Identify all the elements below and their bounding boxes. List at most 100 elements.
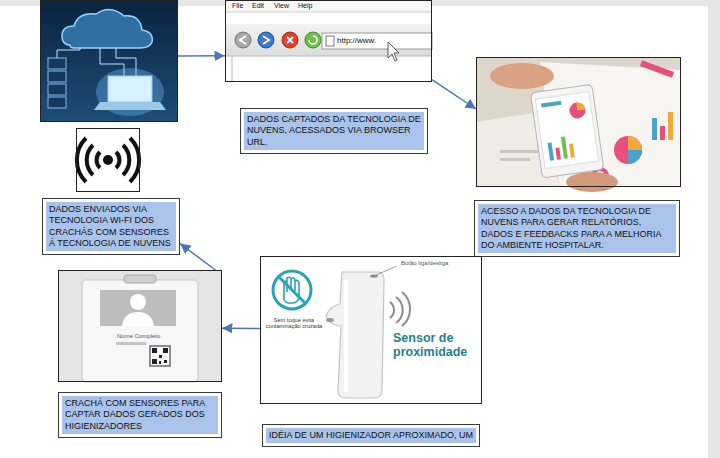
sanitizer-illustration-part xyxy=(273,271,311,309)
cloud-illustration-part xyxy=(48,84,66,95)
image-label: http://www. xyxy=(337,36,376,45)
browser-illustration-part xyxy=(225,0,432,12)
sanitizer-illustration-part xyxy=(326,272,384,398)
cloud-illustration-part xyxy=(40,0,178,122)
null-part-part xyxy=(530,84,603,178)
wifi-icon-box xyxy=(76,128,140,192)
caption-box: CRACHÁ COM SENSORES PARA CAPTAR DADOS GE… xyxy=(58,392,222,438)
browser-illustration-part xyxy=(232,56,233,82)
photo-illustration-part xyxy=(614,136,642,164)
caption-text: ACESSO A DADOS DA TECNOLOGIA DE NUVENS P… xyxy=(478,204,676,253)
cloud-illustration xyxy=(40,0,178,122)
caption-text: IDÉIA DE UM HIGIENIZADOR APROXIMADO, UM xyxy=(266,428,476,443)
image-label: Help xyxy=(298,2,312,10)
cloud-illustration-part xyxy=(48,71,66,82)
null-part-part xyxy=(569,143,575,157)
browser-illustration-part xyxy=(322,33,432,49)
null-part-part xyxy=(568,101,586,119)
cloud-illustration-part xyxy=(57,48,80,58)
browser-illustration-part xyxy=(326,36,334,46)
sanitizer-illustration-part xyxy=(279,277,305,303)
null-part-part xyxy=(159,355,162,358)
badge-illustration-part xyxy=(82,280,198,382)
sanitizer-illustration-part xyxy=(402,292,410,326)
browser-illustration-part xyxy=(263,36,269,44)
browser-illustration-part xyxy=(282,32,298,48)
caption-text: DADOS ENVIADOS VIA TECNOLOGIA WI-FI DOS … xyxy=(46,202,176,251)
caption-text: DADOS CAPTADOS DA TECNOLOGIA DE NUVENS, … xyxy=(244,112,424,150)
null-part xyxy=(150,346,170,366)
image-label: Edit xyxy=(252,2,264,10)
browser-illustration-part xyxy=(287,37,293,43)
sanitizer-illustration xyxy=(260,256,482,404)
sanitizer-illustration-part xyxy=(344,280,348,392)
wifi-icon-part xyxy=(76,128,140,192)
photo-illustration-part xyxy=(490,63,554,89)
photo-illustration-part xyxy=(500,150,540,153)
caption-box: IDÉIA DE UM HIGIENIZADOR APROXIMADO, UM xyxy=(262,424,480,447)
cloud-illustration-part xyxy=(62,9,152,48)
image-label: View xyxy=(274,2,289,10)
wifi-icon-part xyxy=(116,152,119,168)
null-part-part xyxy=(150,346,170,366)
photo-illustration xyxy=(476,57,681,192)
null-part-part xyxy=(163,348,168,353)
null-part xyxy=(530,84,603,178)
null-part-part xyxy=(548,142,554,160)
photo-illustration-part xyxy=(566,172,618,192)
image-label: Sensor de proximidade xyxy=(393,331,479,360)
badge-illustration-part xyxy=(116,342,146,345)
photo-image xyxy=(476,57,681,187)
null-part-part xyxy=(535,92,598,169)
photo-illustration-part xyxy=(628,150,642,164)
browser-illustration-part xyxy=(225,24,432,56)
badge-illustration-part xyxy=(58,270,222,382)
browser-illustration xyxy=(225,0,432,82)
badge-illustration xyxy=(58,270,222,382)
sanitizer-illustration-part xyxy=(376,266,397,275)
browser-illustration-part xyxy=(225,56,432,57)
arrow-connector xyxy=(432,80,476,109)
image-label: File xyxy=(232,2,243,10)
caption-box: DADOS ENVIADOS VIA TECNOLOGIA WI-FI DOS … xyxy=(42,198,180,255)
cloud-image xyxy=(40,0,178,122)
wifi-icon xyxy=(76,128,140,192)
page-border-part xyxy=(708,0,720,458)
image-label: Nome Completo xyxy=(117,333,160,340)
null-part-part xyxy=(541,101,561,108)
image-label: Sem toque evita contaminação cruzada xyxy=(265,317,323,330)
caption-box: DADOS CAPTADOS DA TECNOLOGIA DE NUVENS, … xyxy=(240,108,428,154)
badge-image: Nome Completo xyxy=(58,270,222,382)
cloud-illustration-part xyxy=(48,58,66,69)
null-part-part xyxy=(576,101,585,110)
cloud-illustration-part xyxy=(94,102,166,110)
badge-illustration-part xyxy=(100,290,176,326)
arrow-connector xyxy=(222,327,260,329)
badge-illustration-part xyxy=(122,312,154,326)
null-part-part xyxy=(164,360,167,363)
browser-illustration-part xyxy=(225,0,432,82)
sanitizer-illustration-part xyxy=(390,302,394,318)
arrow-connector xyxy=(180,244,215,270)
photo-illustration-part xyxy=(668,112,673,140)
caption-box: ACESSO A DADOS DA TECNOLOGIA DE NUVENS P… xyxy=(474,200,680,257)
wifi-icon-part xyxy=(77,138,86,182)
photo-illustration-part xyxy=(640,60,674,77)
photo-illustration-part xyxy=(660,126,665,140)
badge-illustration-part xyxy=(130,294,146,310)
wifi-icon-part xyxy=(130,138,139,182)
browser-illustration-part xyxy=(309,36,317,44)
null-part-part xyxy=(561,136,568,158)
sanitizer-illustration-part xyxy=(260,256,482,404)
null-part-part xyxy=(555,147,561,159)
sanitizer-image: Botão liga/desligaSem toque evita contam… xyxy=(260,256,482,404)
browser-illustration-part xyxy=(240,36,246,44)
browser-image: File Edit View Help http://www. xyxy=(225,0,432,82)
photo-illustration-part xyxy=(652,118,657,140)
image-label: Botão liga/desliga xyxy=(401,260,448,267)
arrow-connector xyxy=(178,55,225,57)
sanitizer-illustration-part xyxy=(396,297,403,323)
wifi-icon-part xyxy=(97,152,100,168)
wifi-icon-part xyxy=(123,145,129,175)
